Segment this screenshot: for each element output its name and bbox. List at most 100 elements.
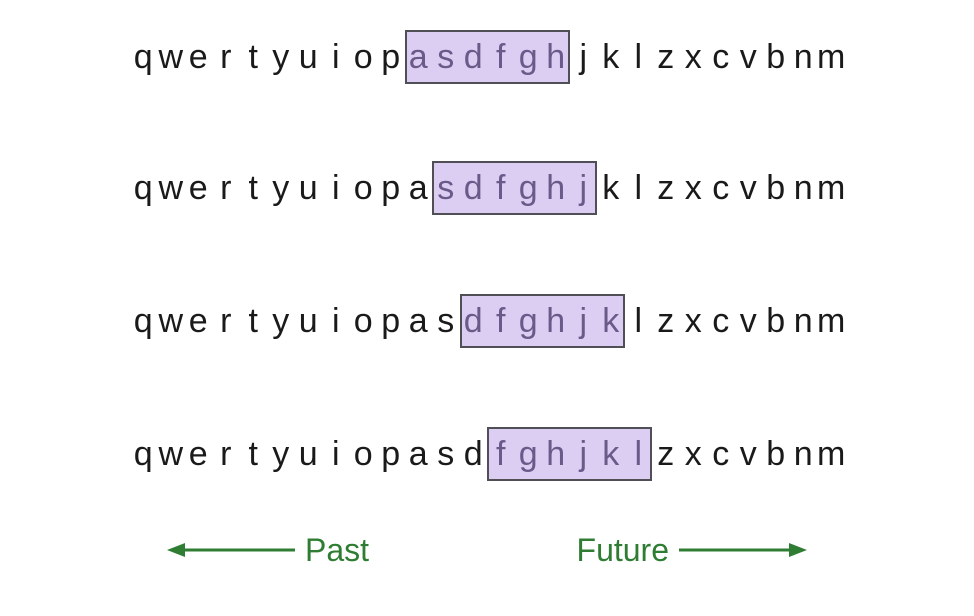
sequence-letter: o bbox=[353, 434, 373, 473]
sequence-letter: q bbox=[133, 168, 153, 207]
sequence-letter-highlighted: d bbox=[463, 168, 483, 207]
past-label: Past bbox=[305, 532, 370, 568]
sequence-letter-highlighted: a bbox=[408, 37, 428, 76]
sequence-letter-highlighted: f bbox=[496, 434, 506, 473]
sequence-letter: m bbox=[817, 168, 846, 207]
sequence-letter: q bbox=[133, 301, 153, 340]
sequence-letter-highlighted: k bbox=[602, 434, 620, 473]
sequence-letter: y bbox=[272, 37, 290, 76]
sequence-letter: m bbox=[817, 434, 846, 473]
sequence-letter: i bbox=[331, 434, 340, 473]
sequence-letter: w bbox=[158, 37, 184, 76]
sequence-letter: p bbox=[381, 434, 401, 473]
sequence-letter: a bbox=[408, 434, 428, 473]
sequence-letter: v bbox=[739, 168, 757, 207]
sequence-letter: p bbox=[381, 301, 401, 340]
sequence-letter-highlighted: s bbox=[437, 37, 455, 76]
sequence-letter-highlighted: l bbox=[634, 434, 643, 473]
sequence-letter: a bbox=[408, 168, 428, 207]
sequence-letter: r bbox=[220, 168, 232, 207]
sequence-letter: c bbox=[712, 434, 730, 473]
sequence-letter: b bbox=[766, 37, 786, 76]
sequence-letter: u bbox=[298, 434, 318, 473]
past-group: Past bbox=[167, 534, 369, 566]
sequence-letter: b bbox=[766, 301, 786, 340]
sequence-letter-highlighted: h bbox=[546, 301, 566, 340]
sequence-letter: e bbox=[188, 37, 208, 76]
sequence-letter: z bbox=[657, 301, 675, 340]
sequence-letter-highlighted: j bbox=[579, 168, 588, 207]
sequence-letter: z bbox=[657, 37, 675, 76]
sequence-letter: k bbox=[602, 37, 620, 76]
sequence-letter-highlighted: h bbox=[546, 434, 566, 473]
highlight-window bbox=[487, 427, 652, 481]
sequence-letter: s bbox=[437, 434, 455, 473]
sequence-letter: r bbox=[220, 37, 232, 76]
sequence-letter: w bbox=[158, 434, 184, 473]
sequence-letter: y bbox=[272, 168, 290, 207]
sequence-letter: u bbox=[298, 168, 318, 207]
sequence-letter: r bbox=[220, 434, 232, 473]
sequence-letter: o bbox=[353, 37, 373, 76]
sequence-letter: w bbox=[158, 301, 184, 340]
sequence-letter: b bbox=[766, 168, 786, 207]
sequence-letter-highlighted: j bbox=[579, 301, 588, 340]
sequence-letter-highlighted: f bbox=[496, 168, 506, 207]
sequence-letter: m bbox=[817, 301, 846, 340]
sequence-letter-highlighted: f bbox=[496, 37, 506, 76]
sequence-letter: c bbox=[712, 301, 730, 340]
sequence-letter: k bbox=[602, 168, 620, 207]
sequence-letter: v bbox=[739, 434, 757, 473]
sequence-letter: c bbox=[712, 37, 730, 76]
sequence-letter: l bbox=[634, 301, 643, 340]
sequence-letter: v bbox=[739, 301, 757, 340]
sequence-letter: c bbox=[712, 168, 730, 207]
sequence-letter: p bbox=[381, 168, 401, 207]
sequence-letter: x bbox=[684, 168, 702, 207]
sequence-letter: u bbox=[298, 301, 318, 340]
sequence-letter-highlighted: k bbox=[602, 301, 620, 340]
highlight-window bbox=[459, 294, 625, 348]
sequence-letter-highlighted: d bbox=[463, 37, 483, 76]
sequence-letter: i bbox=[331, 37, 340, 76]
sequence-letter-highlighted: g bbox=[518, 434, 538, 473]
sequence-letter-highlighted: h bbox=[546, 168, 566, 207]
sequence-letter: o bbox=[353, 301, 373, 340]
sequence-letter: t bbox=[248, 301, 258, 340]
highlight-window bbox=[432, 161, 597, 215]
sequence-letter-highlighted: j bbox=[579, 434, 588, 473]
sequence-letter: m bbox=[817, 37, 846, 76]
sequence-letter: j bbox=[579, 37, 588, 76]
sequence-letter: n bbox=[793, 434, 813, 473]
sequence-letter-highlighted: g bbox=[518, 37, 538, 76]
sequence-letter: x bbox=[684, 434, 702, 473]
sequence-letter: n bbox=[793, 37, 813, 76]
arrow-left-icon bbox=[167, 539, 295, 561]
sequence-letter: q bbox=[133, 37, 153, 76]
sequence-letter: t bbox=[248, 434, 258, 473]
sequence-letter: x bbox=[684, 301, 702, 340]
sequence-letter: i bbox=[331, 168, 340, 207]
sequence-letter: y bbox=[272, 434, 290, 473]
sequence-letter: y bbox=[272, 301, 290, 340]
future-label: Future bbox=[576, 532, 669, 568]
sequence-letter: q bbox=[133, 434, 153, 473]
arrow-right-icon bbox=[679, 539, 807, 561]
sequence-letter-highlighted: s bbox=[437, 168, 455, 207]
sequence-letter: o bbox=[353, 168, 373, 207]
sequence-letter: v bbox=[739, 37, 757, 76]
sequence-letter-highlighted: d bbox=[463, 301, 483, 340]
sequence-letter-highlighted: h bbox=[546, 37, 566, 76]
sequence-letter: t bbox=[248, 168, 258, 207]
sequence-letter: s bbox=[437, 301, 455, 340]
sequence-letter: z bbox=[657, 168, 675, 207]
